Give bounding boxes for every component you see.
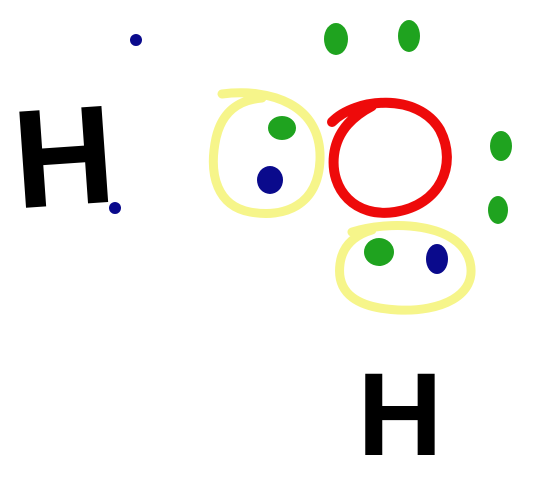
oxygen-electron-right-lower: [488, 196, 508, 224]
oxygen-electron-shared-left: [268, 116, 296, 140]
hydrogen-electron-free-bottom: [109, 202, 121, 214]
oxygen-electron-top-left: [324, 23, 348, 55]
oxygen-electron-shared-bottom: [364, 238, 394, 266]
hydrogen-electron-shared-left: [257, 166, 283, 194]
hydrogen-bottom-symbol: H: [357, 349, 442, 478]
hydrogen-electron-free-top: [130, 34, 142, 46]
oxygen-ring: [327, 97, 452, 218]
bond-pair-ring-bottom: [335, 221, 476, 315]
hydrogen-left-symbol: H: [8, 75, 120, 239]
bond-pair-ring-left: [208, 88, 325, 218]
oxygen-electron-top-right: [398, 20, 420, 52]
oxygen-electron-right-upper: [490, 131, 512, 161]
hydrogen-electron-shared-bottom: [426, 244, 448, 274]
